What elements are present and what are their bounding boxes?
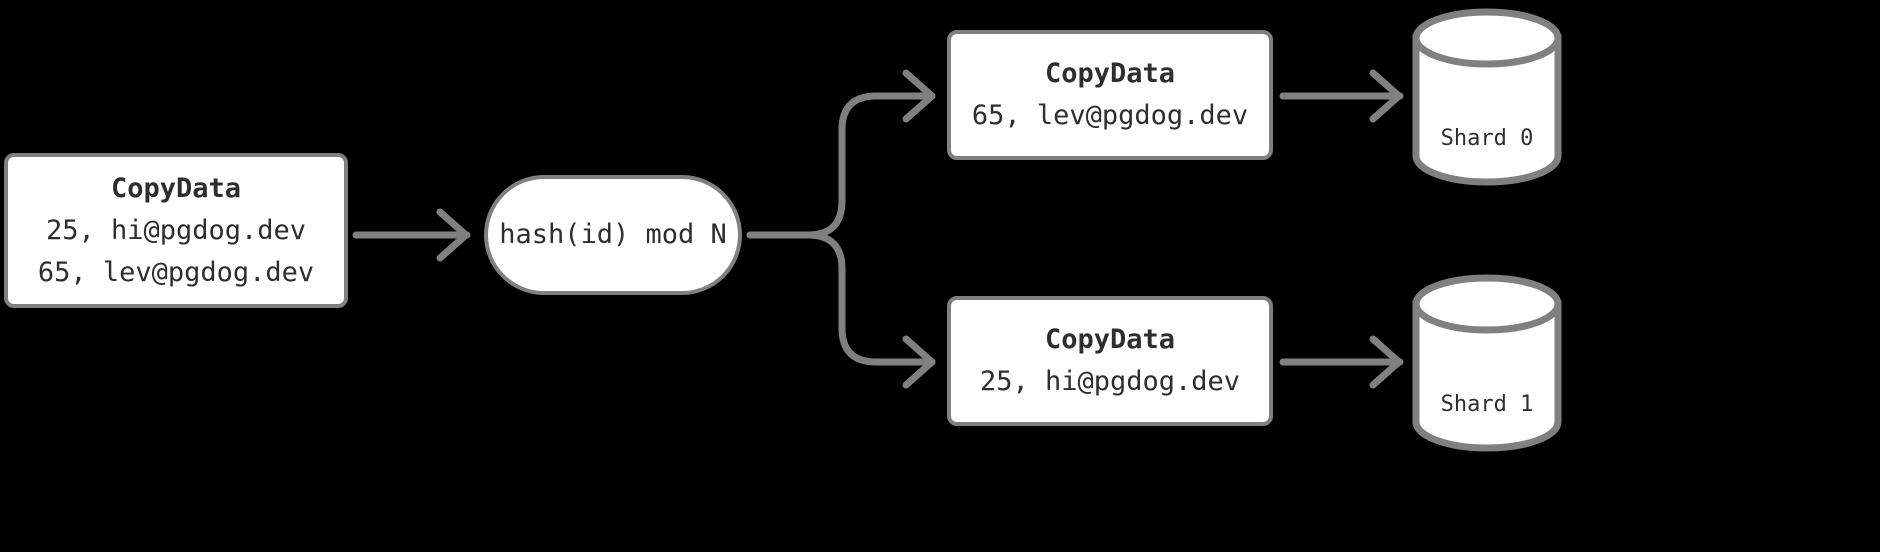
source-row-0: 25, hi@pgdog.dev bbox=[45, 214, 307, 246]
node-dest-copydata-1[interactable]: CopyData 25, hi@pgdog.dev bbox=[947, 296, 1273, 426]
node-dest-copydata-0[interactable]: CopyData 65, lev@pgdog.dev bbox=[947, 30, 1273, 160]
source-row-1: 65, lev@pgdog.dev bbox=[37, 256, 315, 288]
dest-0-title: CopyData bbox=[1044, 58, 1176, 89]
shard-0-label: Shard 0 bbox=[1440, 126, 1534, 151]
node-hash-router[interactable]: hash(id) mod N bbox=[484, 175, 742, 295]
database-cylinder-icon bbox=[1412, 8, 1562, 186]
arrow-dest-0-to-shard-0-head bbox=[1369, 69, 1403, 123]
router-label: hash(id) mod N bbox=[499, 219, 727, 250]
arrow-router-to-dest-0-head bbox=[902, 69, 936, 123]
dest-1-title: CopyData bbox=[1044, 324, 1176, 355]
node-source-copydata[interactable]: CopyData 25, hi@pgdog.dev 65, lev@pgdog.… bbox=[4, 153, 348, 308]
arrow-source-to-router-head bbox=[436, 208, 470, 262]
node-shard-1[interactable]: Shard 1 bbox=[1412, 274, 1562, 452]
arrow-router-to-dest-1-head bbox=[902, 335, 936, 389]
source-title: CopyData bbox=[110, 172, 242, 204]
arrow-router-to-dest-0 bbox=[746, 92, 936, 239]
shard-1-label: Shard 1 bbox=[1440, 392, 1534, 417]
database-cylinder-icon bbox=[1412, 274, 1562, 452]
arrow-router-to-dest-1 bbox=[746, 231, 936, 366]
arrow-dest-1-to-shard-1-head bbox=[1369, 335, 1403, 389]
dest-0-row-0: 65, lev@pgdog.dev bbox=[971, 100, 1249, 131]
node-shard-0[interactable]: Shard 0 bbox=[1412, 8, 1562, 186]
dest-1-row-0: 25, hi@pgdog.dev bbox=[979, 366, 1241, 397]
